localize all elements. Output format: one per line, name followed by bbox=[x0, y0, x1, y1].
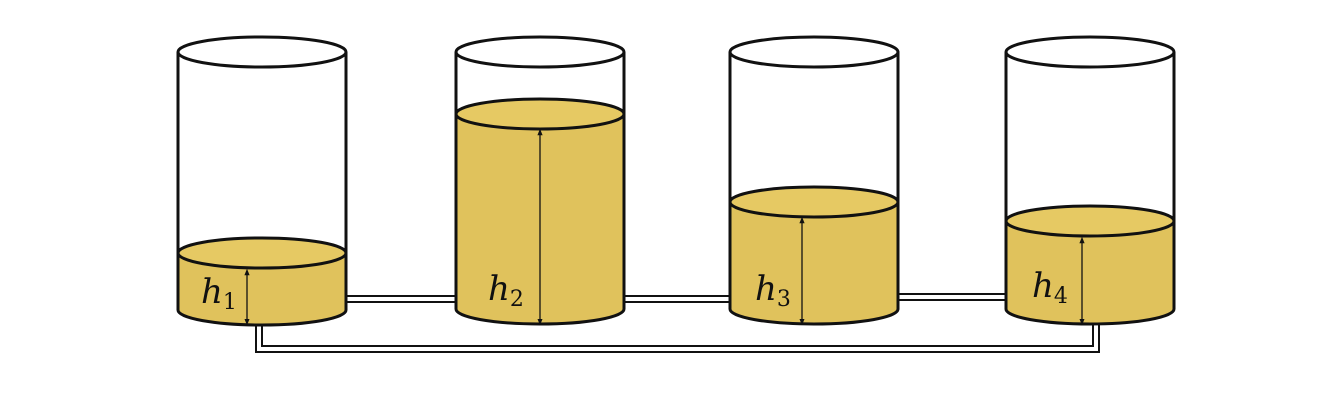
tank-2-height-label: h2 bbox=[488, 269, 524, 312]
tank-1-height-label: h1 bbox=[201, 272, 237, 315]
tank-3: h3 bbox=[728, 35, 900, 326]
tank-3-liquid-surface bbox=[728, 185, 900, 219]
tank-3-height-label: h3 bbox=[755, 269, 791, 312]
tank-4-liquid bbox=[1006, 221, 1174, 324]
tank-2: h2 bbox=[454, 35, 626, 326]
tank-4-height-label: h4 bbox=[1032, 266, 1068, 309]
tank-1-liquid-surface bbox=[176, 236, 348, 270]
tank-4: h4 bbox=[1004, 35, 1176, 326]
tank-1-wall bbox=[176, 52, 348, 327]
tank-2-liquid-surface bbox=[454, 97, 626, 131]
tank-1-liquid bbox=[178, 253, 346, 325]
pipe-tank1-tank4-bottom bbox=[255, 321, 1100, 353]
pipe-tank3-tank4 bbox=[897, 293, 1007, 301]
tank-1: h1 bbox=[176, 35, 348, 327]
tank-4-liquid-surface bbox=[1004, 204, 1176, 238]
tank-4-wall bbox=[1004, 52, 1176, 326]
tank-3-wall bbox=[728, 52, 900, 326]
pipe-tank1-tank2 bbox=[346, 295, 457, 303]
pipes bbox=[255, 293, 1100, 353]
tank-1-rim bbox=[176, 35, 348, 69]
tank-4-rim bbox=[1004, 35, 1176, 69]
tank-3-rim bbox=[728, 35, 900, 69]
pipe-tank2-tank3 bbox=[623, 295, 731, 303]
tank-2-rim bbox=[454, 35, 626, 69]
tank-3-liquid bbox=[730, 202, 898, 324]
